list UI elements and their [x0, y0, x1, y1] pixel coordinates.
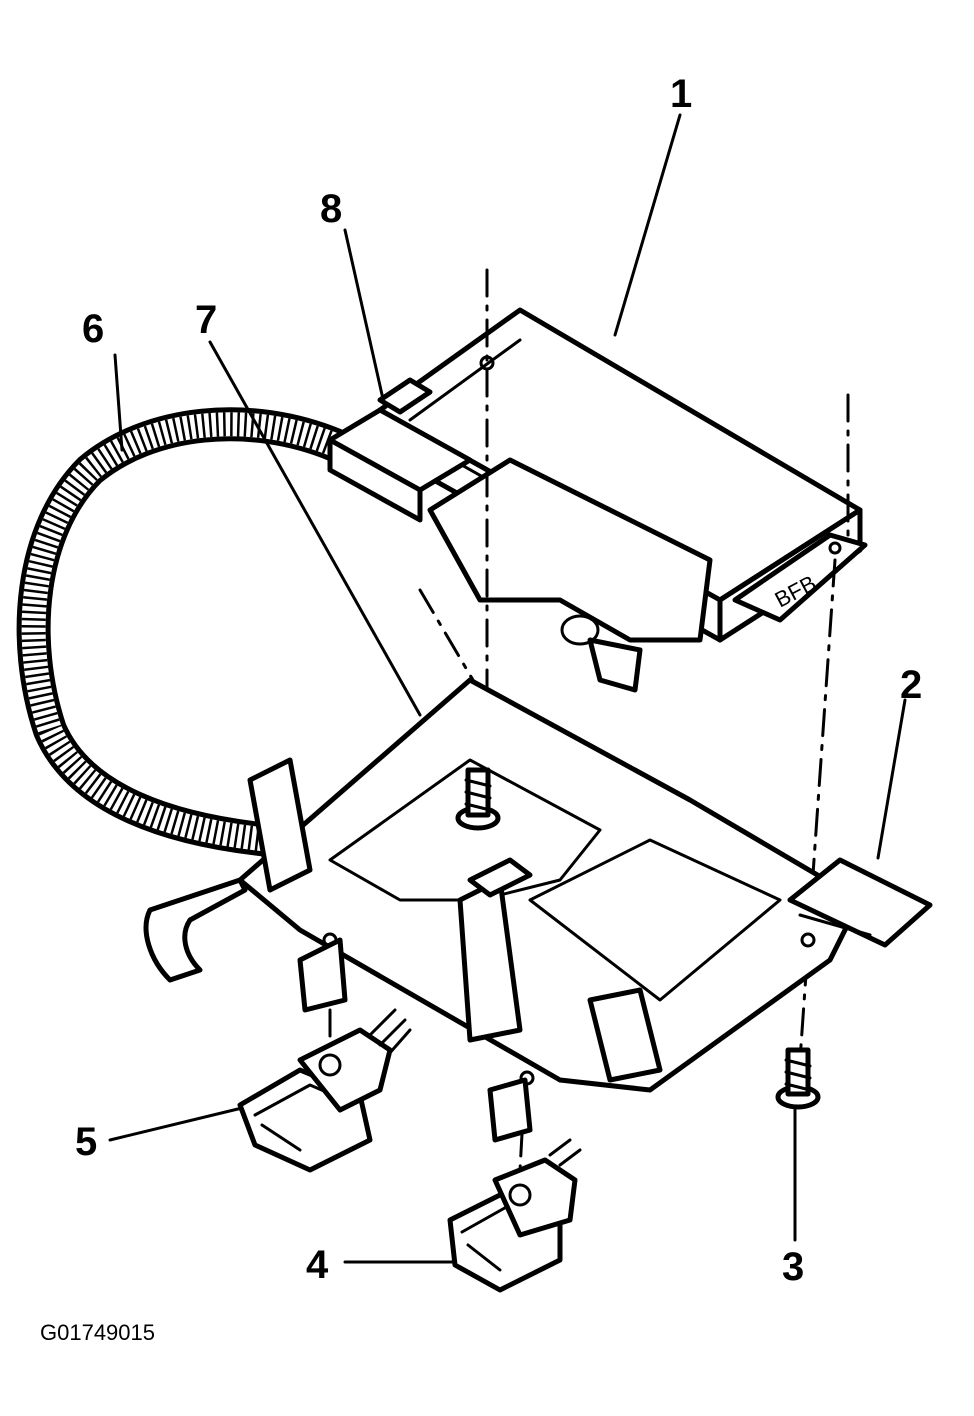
figure-code: G01749015 — [40, 1320, 155, 1345]
leader-lines — [108, 113, 907, 1264]
callout-2: 2 — [900, 663, 922, 707]
screw-upper — [455, 767, 501, 831]
callout-7: 7 — [195, 298, 217, 342]
callout-4: 4 — [306, 1243, 329, 1287]
connector-5 — [237, 1008, 412, 1173]
callout-5: 5 — [75, 1120, 97, 1164]
connector-4 — [447, 1138, 582, 1293]
mounting-bracket — [143, 677, 933, 1143]
callout-6: 6 — [82, 307, 104, 351]
screw-3 — [775, 1047, 821, 1110]
control-module: BFB — [327, 307, 868, 693]
callout-8: 8 — [320, 187, 342, 231]
callout-3: 3 — [782, 1245, 804, 1289]
callout-1: 1 — [670, 72, 692, 116]
